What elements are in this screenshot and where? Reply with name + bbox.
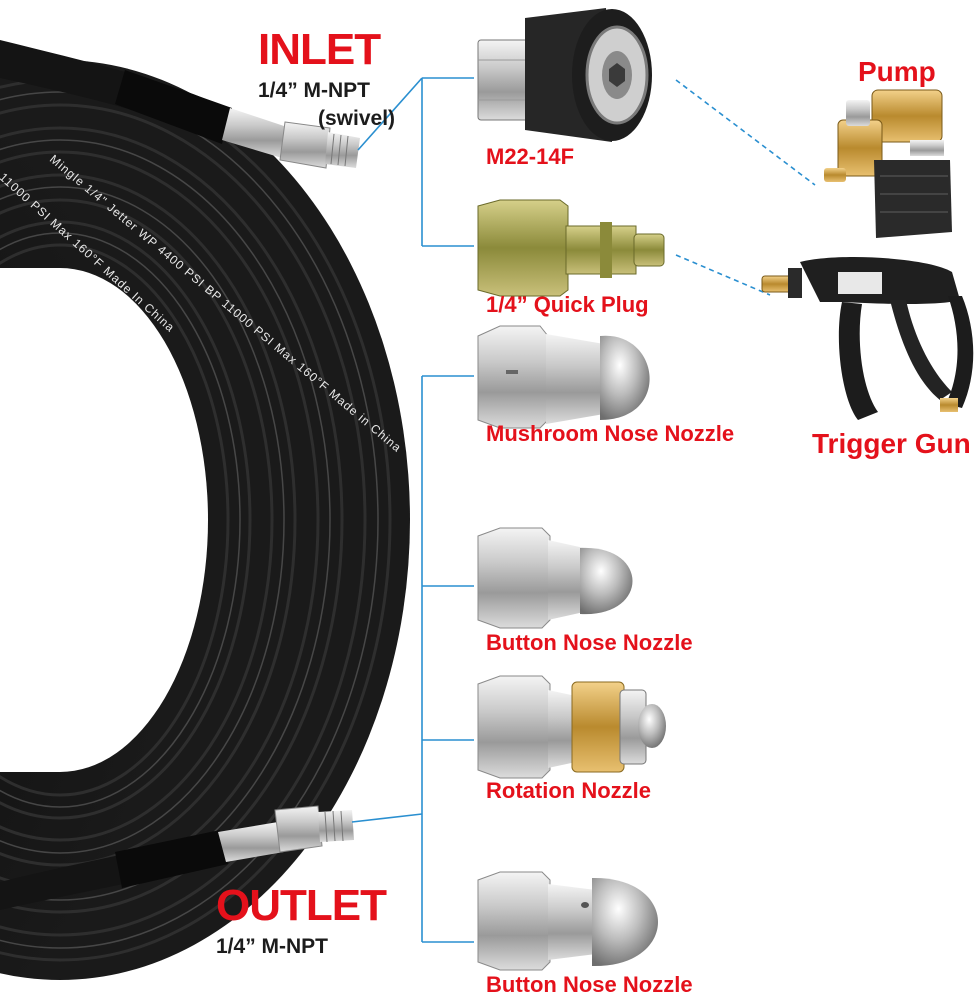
button-nozzle-1-image bbox=[477, 527, 633, 629]
connector-lines bbox=[351, 77, 474, 943]
part-label-button-nozzle-1: Button Nose Nozzle bbox=[486, 630, 693, 655]
part-label-mushroom-nozzle: Mushroom Nose Nozzle bbox=[486, 421, 735, 446]
part-label-quick-plug: 1/4” Quick Plug bbox=[486, 292, 649, 317]
dashed-links bbox=[675, 79, 816, 296]
inlet-hose-end bbox=[0, 40, 360, 169]
part-label-button-nozzle-2: Button Nose Nozzle bbox=[486, 972, 693, 995]
pump-label: Pump bbox=[858, 56, 936, 87]
inlet-size-label: 1/4” M-NPT bbox=[258, 79, 371, 102]
inlet-swivel-label: (swivel) bbox=[318, 107, 396, 130]
rotation-nozzle-image bbox=[477, 675, 666, 779]
outlet-hose-end bbox=[0, 805, 354, 910]
trigger-gun-label: Trigger Gun bbox=[812, 428, 971, 459]
pump-image bbox=[824, 89, 952, 238]
trigger-gun-image bbox=[761, 257, 974, 420]
m22-coupler-image bbox=[477, 8, 652, 142]
outlet-title: OUTLET bbox=[216, 881, 387, 930]
inlet-title: INLET bbox=[258, 25, 381, 74]
outlet-size-label: 1/4” M-NPT bbox=[216, 935, 329, 958]
hose-coil bbox=[0, 60, 410, 980]
part-label-m22-14f: M22-14F bbox=[486, 144, 575, 169]
part-label-rotation-nozzle: Rotation Nozzle bbox=[486, 778, 651, 803]
quick-plug-image bbox=[477, 199, 665, 297]
mushroom-nozzle-image bbox=[477, 325, 650, 429]
button-nozzle-2-image bbox=[477, 871, 658, 971]
